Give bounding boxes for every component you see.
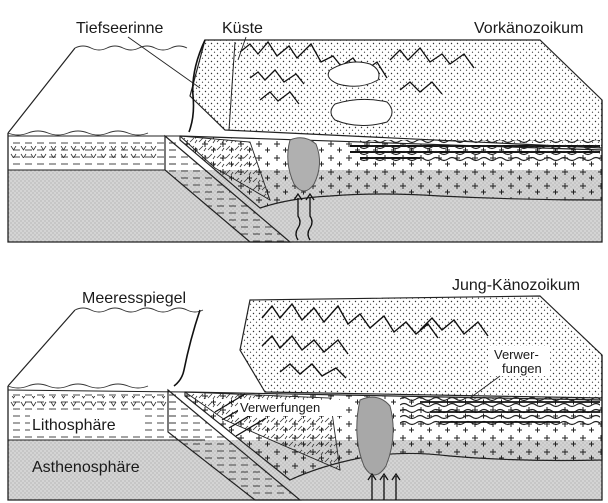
label-sea-level: Meeresspiegel bbox=[82, 290, 186, 307]
label-coast: Küste bbox=[222, 20, 263, 37]
top-oceanic-crust-vees bbox=[8, 146, 158, 158]
label-faults-right-line2: fungen bbox=[502, 361, 542, 376]
label-era-young-cenozoic: Jung-Känozoikum bbox=[452, 277, 580, 294]
label-era-pre-cenozoic: Vorkänozoikum bbox=[474, 20, 583, 37]
top-folded-layers-wavy bbox=[360, 140, 600, 162]
top-block bbox=[8, 40, 602, 242]
top-lake-2 bbox=[331, 99, 392, 125]
label-lithosphere: Lithosphäre bbox=[32, 417, 116, 434]
bottom-ocean-surface bbox=[8, 310, 200, 386]
label-trench: Tiefseerinne bbox=[76, 20, 164, 37]
label-faults-right-line1: Verwer- bbox=[494, 347, 539, 362]
top-continent-surface bbox=[190, 40, 602, 148]
bottom-oceanic-crust-vees bbox=[8, 396, 168, 410]
top-ocean-surface bbox=[8, 48, 190, 133]
label-asthenosphere: Asthenosphäre bbox=[32, 459, 140, 476]
label-faults-center: Verwerfungen bbox=[240, 400, 320, 415]
